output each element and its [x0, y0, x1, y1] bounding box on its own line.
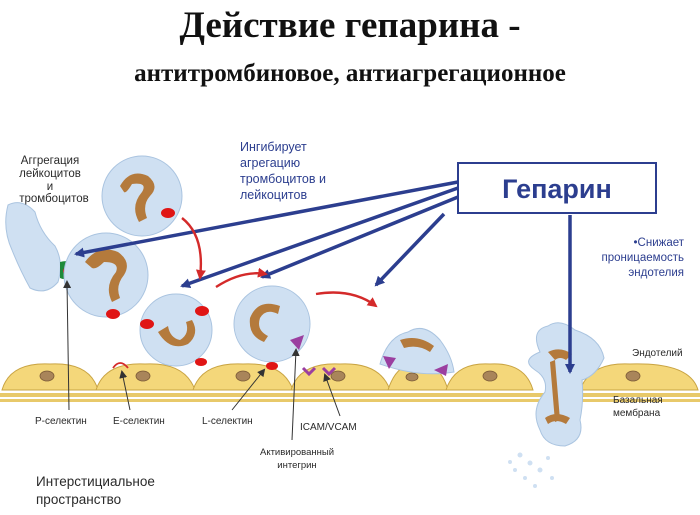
leukocyte-top: [101, 155, 183, 237]
transmigrating-leukocyte: [508, 322, 605, 488]
svg-text:•Снижает: •Снижает: [634, 237, 685, 249]
endothelial-nuclei: [39, 370, 641, 382]
permeability-label: •Снижает проницаемость эндотелия: [602, 237, 685, 279]
migration-arrows: [181, 217, 378, 308]
svg-text:агрегацию: агрегацию: [240, 156, 300, 170]
integrin-label: Активированный интегрин: [260, 447, 334, 471]
label-pointers: [63, 280, 341, 441]
svg-text:Базальная: Базальная: [613, 395, 663, 406]
svg-text:и: и: [47, 181, 53, 193]
svg-text:интегрин: интегрин: [277, 460, 316, 471]
svg-text:пространство: пространство: [36, 492, 121, 507]
leukocyte-rolling: [139, 293, 213, 367]
basal-membrane: [0, 393, 700, 402]
svg-text:лейкоцитов: лейкоцитов: [240, 188, 307, 202]
subtitle: антитромбиновое, антиагрегационное: [134, 60, 566, 87]
leukocyte-adhesion: [233, 285, 311, 370]
aggregation-label: Аггрегация лейкоцитов и тромбоцитов: [19, 155, 89, 205]
heparin-arrows: [74, 180, 575, 374]
l-selectin-label: L-селектин: [202, 416, 253, 427]
basal-label: Базальная мембрана: [613, 395, 663, 419]
p-selectin-label: Р-селектин: [35, 416, 87, 427]
interstitial-label: Интерстициальное пространство: [36, 474, 155, 507]
svg-text:мембрана: мембрана: [613, 407, 661, 419]
svg-text:Аггрегация: Аггрегация: [21, 155, 79, 167]
leukocyte-binding: [63, 232, 149, 319]
icam-label: ICAM/VCAM: [300, 422, 357, 433]
title: Действие гепарина -: [179, 5, 521, 46]
leukocyte-flattened: [379, 327, 455, 376]
inhibits-label: Ингибирует агрегацию тромбоцитов и лейко…: [240, 140, 326, 202]
endothelium-label: Эндотелий: [632, 348, 683, 359]
svg-text:Ингибирует: Ингибирует: [240, 140, 307, 154]
svg-text:тромбоцитов и: тромбоцитов и: [240, 172, 326, 186]
e-selectin-label: Е-селектин: [113, 416, 165, 427]
svg-text:Интерстициальное: Интерстициальное: [36, 474, 155, 489]
heparin-box: Гепарин: [457, 162, 657, 214]
svg-text:проницаемость: проницаемость: [602, 252, 684, 264]
svg-text:тромбоцитов: тромбоцитов: [19, 193, 88, 205]
svg-text:Активированный: Активированный: [260, 447, 334, 458]
svg-text:эндотелия: эндотелия: [628, 267, 684, 279]
heparin-label: Гепарин: [502, 174, 612, 204]
svg-text:лейкоцитов: лейкоцитов: [19, 168, 81, 180]
